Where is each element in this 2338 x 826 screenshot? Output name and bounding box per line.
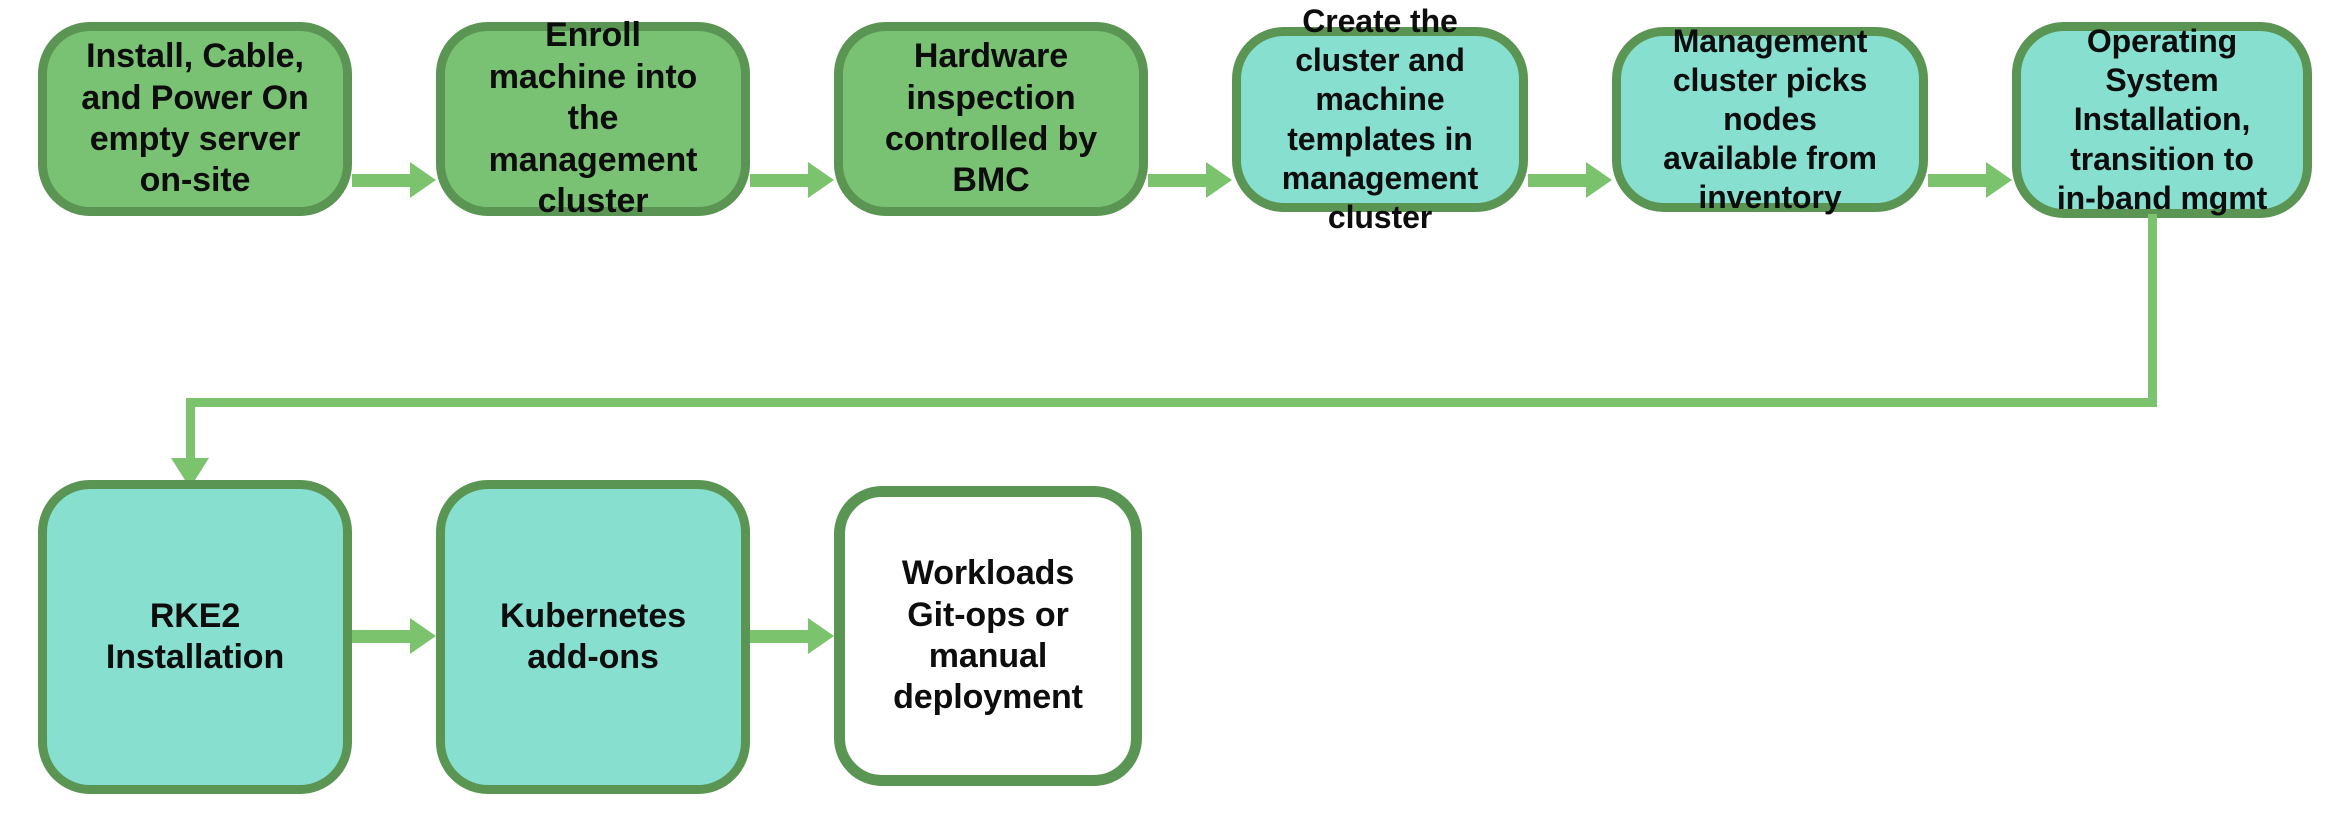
node-rke2-installation[interactable]: RKE2 Installation xyxy=(38,480,352,794)
node-label: Enroll machine into the management clust… xyxy=(488,16,698,221)
arrow-stem xyxy=(750,173,808,187)
arrow-stem xyxy=(1148,173,1206,187)
elbow-segment-vertical-right xyxy=(2148,214,2157,407)
arrow-create-to-management xyxy=(1528,162,1612,198)
node-os-installation[interactable]: Operating System Installation, transitio… xyxy=(2012,22,2312,218)
arrow-addons-to-workloads xyxy=(750,618,834,654)
arrow-enroll-to-inspection xyxy=(750,162,834,198)
arrow-management-to-os xyxy=(1928,162,2012,198)
node-label: Operating System Installation, transitio… xyxy=(2056,23,2268,216)
elbow-segment-vertical-left xyxy=(186,398,195,466)
node-label: Create the cluster and machine templates… xyxy=(1281,3,1479,235)
arrow-stem xyxy=(750,629,808,643)
elbow-segment-horizontal xyxy=(186,398,2157,407)
node-label: Install, Cable, and Power On empty serve… xyxy=(81,37,309,200)
arrow-rke2-to-addons xyxy=(352,618,436,654)
node-management-picks-nodes[interactable]: Management cluster picks nodes available… xyxy=(1612,23,1928,215)
arrow-head-right-icon xyxy=(1206,162,1232,198)
arrow-stem xyxy=(1928,173,1986,187)
arrow-head-right-icon xyxy=(808,618,834,654)
arrow-stem xyxy=(352,173,410,187)
node-kubernetes-add-ons[interactable]: Kubernetes add-ons xyxy=(436,480,750,794)
arrow-stem xyxy=(1528,173,1586,187)
node-label: Hardware inspection controlled by BMC xyxy=(884,37,1098,200)
arrow-head-right-icon xyxy=(410,162,436,198)
arrow-head-right-icon xyxy=(1986,162,2012,198)
node-label: Management cluster picks nodes available… xyxy=(1663,22,1877,216)
arrow-head-right-icon xyxy=(410,618,436,654)
arrow-stem xyxy=(352,629,410,643)
node-label: Kubernetes add-ons xyxy=(499,596,687,676)
arrow-inspection-to-create xyxy=(1148,162,1232,198)
node-label: RKE2 Installation xyxy=(105,596,285,676)
node-hardware-inspection[interactable]: Hardware inspection controlled by BMC xyxy=(834,22,1148,216)
node-label: Workloads Git-ops or manual deployment xyxy=(893,554,1083,717)
arrow-head-right-icon xyxy=(808,162,834,198)
node-enroll-machine[interactable]: Enroll machine into the management clust… xyxy=(436,16,750,220)
node-create-cluster-templates[interactable]: Create the cluster and machine templates… xyxy=(1232,3,1528,235)
arrow-install-to-enroll xyxy=(352,162,436,198)
node-install-cable-power[interactable]: Install, Cable, and Power On empty serve… xyxy=(38,22,352,216)
node-workloads-gitops[interactable]: Workloads Git-ops or manual deployment xyxy=(834,486,1142,786)
arrow-head-right-icon xyxy=(1586,162,1612,198)
